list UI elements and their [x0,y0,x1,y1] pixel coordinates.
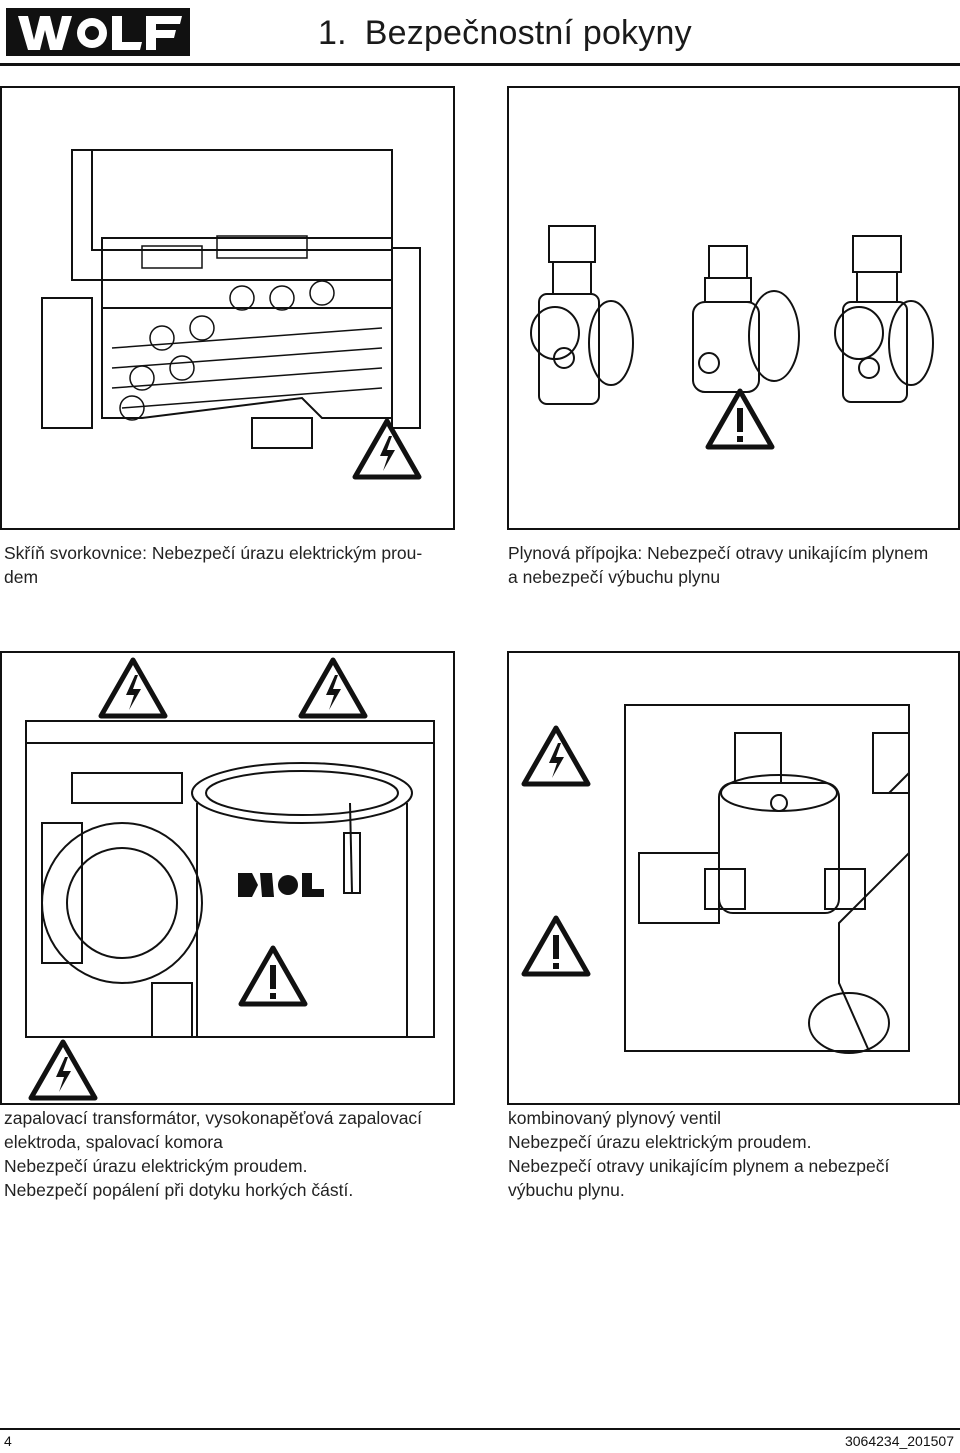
header-rule [0,63,960,66]
ignition-illustration [0,651,455,1105]
general-warning-icon [238,945,308,1007]
gas-connection-caption: Plynová přípojka: Nebezpečí otravy unika… [508,541,960,589]
gas-connection-illustration [507,86,960,530]
section-number: 1. [318,14,347,52]
section-title: Bezpečnostní pokyny [364,14,692,52]
footer-rule [0,1428,960,1430]
terminal-box-caption: Skříň svorkovnice: Nebezpečí úrazu elekt… [4,541,454,589]
page-number: 4 [4,1433,12,1449]
high-voltage-warning-icon [28,1039,98,1101]
caption-line: Skříň svorkovnice: Nebezpečí úrazu elekt… [4,543,423,563]
high-voltage-warning-icon [521,725,591,787]
terminal-box-illustration [0,86,455,530]
general-warning-icon [705,388,775,450]
high-voltage-warning-icon [352,418,422,480]
caption-line: Nebezpečí úrazu elektrickým proudem. [4,1156,308,1176]
caption-line: Nebezpečí úrazu elektrickým proudem. [508,1132,812,1152]
high-voltage-warning-icon [298,657,368,719]
caption-line: Nebezpečí otravy unikajícím plynem a neb… [508,1156,890,1176]
caption-line: Nebezpečí popálení při dotyku horkých čá… [4,1180,354,1200]
caption-line: výbuchu plynu. [508,1180,625,1200]
caption-line: Plynová přípojka: Nebezpečí otravy unika… [508,543,929,563]
caption-line: a nebezpečí výbuchu plynu [508,567,721,587]
caption-line: zapalovací transformátor, vysokonapěťová… [4,1108,423,1128]
wolf-logo [6,8,190,56]
caption-line: kombinovaný plynový ventil [508,1108,722,1128]
high-voltage-warning-icon [98,657,168,719]
general-warning-icon [521,915,591,977]
caption-line: elektroda, spalovací komora [4,1132,223,1152]
page-title: 1. Bezpečnostní pokyny [318,14,692,53]
ignition-caption: zapalovací transformátor, vysokonapěťová… [4,1106,464,1202]
caption-line: dem [4,567,39,587]
document-number: 3064234_201507 [844,1433,954,1449]
gas-valve-illustration [507,651,960,1105]
gas-valve-caption: kombinovaný plynový ventil Nebezpečí úra… [508,1106,960,1202]
